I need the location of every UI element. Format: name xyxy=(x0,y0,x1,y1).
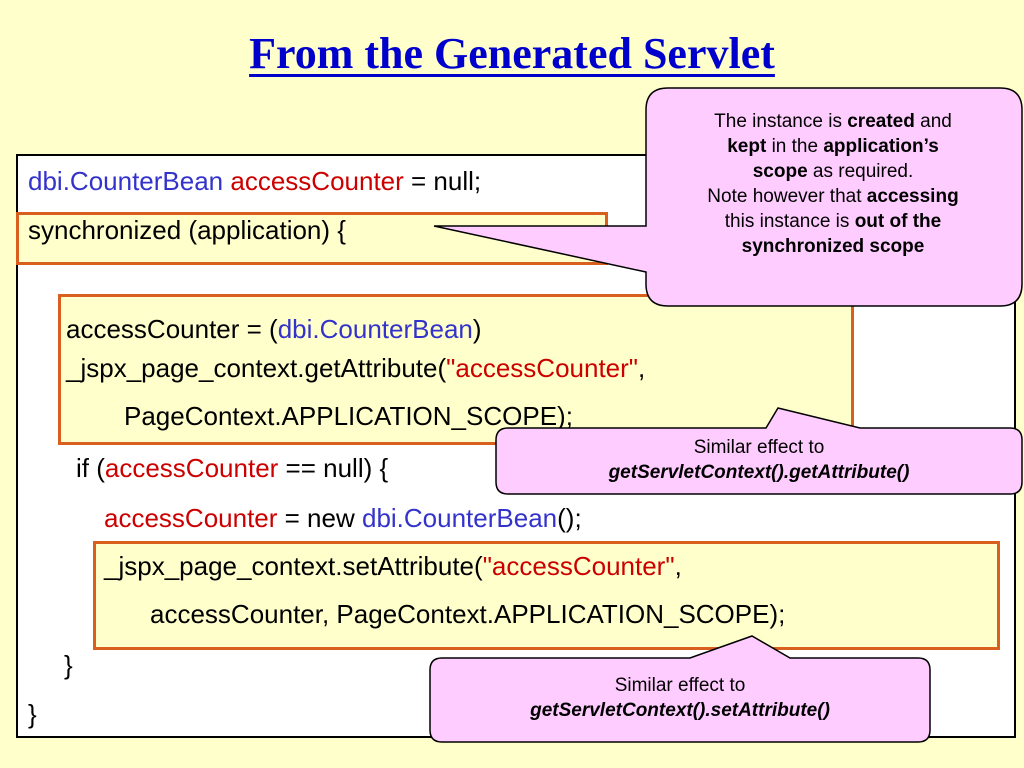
code-line-3: accessCounter = (dbi.CounterBean) xyxy=(66,314,482,345)
highlight-get-attribute xyxy=(58,294,854,445)
code-line-5: PageContext.APPLICATION_SCOPE); xyxy=(124,401,573,431)
type-name: dbi.CounterBean xyxy=(361,503,558,533)
code-text: (); xyxy=(557,503,582,533)
var-name: accessCounter xyxy=(104,503,278,533)
var-name: accessCounter xyxy=(230,166,404,196)
highlight-set-attribute xyxy=(93,541,1000,650)
callout-mid-shape xyxy=(495,407,1023,495)
code-line-7: accessCounter = new dbi.CounterBean(); xyxy=(104,503,582,534)
code-line-10: } xyxy=(64,650,73,680)
code-text: , xyxy=(638,353,646,383)
code-line-11: } xyxy=(28,699,37,729)
callout-top-shape xyxy=(433,87,1023,307)
code-text: if ( xyxy=(76,453,105,483)
var-name: accessCounter xyxy=(104,453,279,483)
string-literal: "accessCounter" xyxy=(446,353,639,383)
code-text: ) xyxy=(472,314,482,344)
method-name: getServletContext().getAttribute() xyxy=(608,462,910,483)
code-line-1: dbi.CounterBean accessCounter = null; xyxy=(28,166,481,197)
code-line-8: _jspx_page_context.setAttribute("accessC… xyxy=(104,551,682,582)
callout-mid-text: Similar effect to getServletContext().ge… xyxy=(608,437,910,483)
method-name: getServletContext().setAttribute() xyxy=(530,700,830,721)
code-text: = null; xyxy=(403,166,482,196)
code-line-9: accessCounter, PageContext.APPLICATION_S… xyxy=(150,599,786,629)
callout-bottom-text: Similar effect to getServletContext().se… xyxy=(530,675,830,721)
code-line-4: _jspx_page_context.getAttribute("accessC… xyxy=(66,353,645,384)
code-text: _jspx_page_context.setAttribute( xyxy=(104,551,483,581)
code-line-2: synchronized (application) { xyxy=(28,215,346,245)
code-text: _jspx_page_context.getAttribute( xyxy=(66,353,447,383)
callout-top-text: The instance is created and kept in the … xyxy=(707,111,959,257)
string-literal: "accessCounter" xyxy=(482,551,675,581)
code-line-6: if (accessCounter == null) { xyxy=(76,453,388,484)
code-text: accessCounter = ( xyxy=(66,314,278,344)
type-name: dbi.CounterBean xyxy=(277,314,473,344)
code-text: == null) { xyxy=(278,453,389,483)
code-text: = new xyxy=(277,503,362,533)
callout-bottom-shape xyxy=(429,635,931,743)
slide-title: From the Generated Servlet xyxy=(249,29,775,78)
code-text: , xyxy=(674,551,682,581)
type-name: dbi.CounterBean xyxy=(28,166,224,196)
